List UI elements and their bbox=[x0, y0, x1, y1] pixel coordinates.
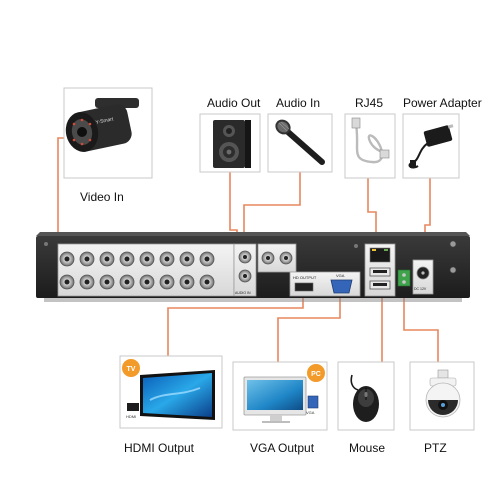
line-ptz bbox=[403, 288, 439, 362]
ptz-camera-icon bbox=[425, 369, 461, 418]
rs485-terminal bbox=[397, 269, 411, 287]
microphone-icon bbox=[275, 119, 325, 165]
dvr-top-edge bbox=[36, 232, 470, 236]
tv-badge-text: TV bbox=[127, 366, 136, 373]
rj45-thumb bbox=[344, 113, 396, 179]
rj45-port bbox=[369, 247, 391, 263]
dvr-unit bbox=[36, 232, 470, 302]
mouse-thumb bbox=[337, 361, 395, 431]
monitor-thumb: VGA PC bbox=[232, 361, 328, 431]
tv-thumb: HDMI TV bbox=[119, 355, 223, 429]
dvr-bottom-shadow bbox=[44, 298, 462, 302]
power-adapter-icon bbox=[408, 124, 454, 169]
label-audio-out: Audio Out bbox=[207, 96, 261, 110]
mouse-icon bbox=[350, 374, 379, 422]
ethernet-cable-icon bbox=[351, 117, 390, 164]
hdmi-port bbox=[294, 282, 314, 292]
label-ptz: PTZ bbox=[424, 441, 447, 455]
screw bbox=[354, 244, 358, 248]
line-vga bbox=[277, 292, 341, 362]
camera-brand-text: Y-Smart bbox=[95, 116, 114, 126]
pc-badge: PC bbox=[307, 364, 325, 382]
screw bbox=[449, 266, 457, 274]
panel-hd-output-text: HD OUTPUT bbox=[293, 275, 317, 280]
hdmi-tiny-label: HDMI bbox=[126, 414, 136, 419]
pc-badge-text: PC bbox=[311, 371, 321, 378]
bnc-row-1 bbox=[59, 251, 215, 267]
monitor-icon: VGA bbox=[243, 376, 319, 423]
security-camera-icon: Y-Smart bbox=[65, 98, 139, 152]
line-rj45 bbox=[367, 178, 377, 245]
panel-dc-text: DC 12V bbox=[414, 287, 427, 291]
label-hdmi-output: HDMI Output bbox=[124, 441, 195, 455]
speaker-icon bbox=[213, 120, 251, 168]
label-audio-in: Audio In bbox=[276, 96, 321, 110]
vga-tiny-label: VGA bbox=[306, 410, 315, 415]
microphone-thumb bbox=[267, 113, 333, 173]
line-video-in bbox=[57, 137, 64, 235]
label-mouse: Mouse bbox=[349, 441, 386, 455]
panel-audio-in-text: AUDIO IN bbox=[235, 291, 251, 295]
tv-icon: HDMI bbox=[126, 370, 215, 420]
screw bbox=[44, 242, 48, 246]
tv-badge: TV bbox=[122, 359, 140, 377]
label-rj45: RJ45 bbox=[355, 96, 384, 110]
power-thumb bbox=[402, 113, 460, 179]
label-power-adapter: Power Adapter bbox=[403, 96, 482, 110]
bnc-row-2 bbox=[59, 274, 215, 290]
speaker-thumb bbox=[199, 113, 261, 173]
panel-vga-text: VGA bbox=[336, 273, 345, 278]
camera-thumb: Y-Smart bbox=[63, 87, 153, 179]
vga-port bbox=[330, 279, 353, 294]
ptz-thumb bbox=[409, 361, 475, 431]
label-vga-output: VGA Output bbox=[250, 441, 315, 455]
label-video-in: Video In bbox=[80, 190, 124, 204]
screw bbox=[449, 240, 457, 248]
